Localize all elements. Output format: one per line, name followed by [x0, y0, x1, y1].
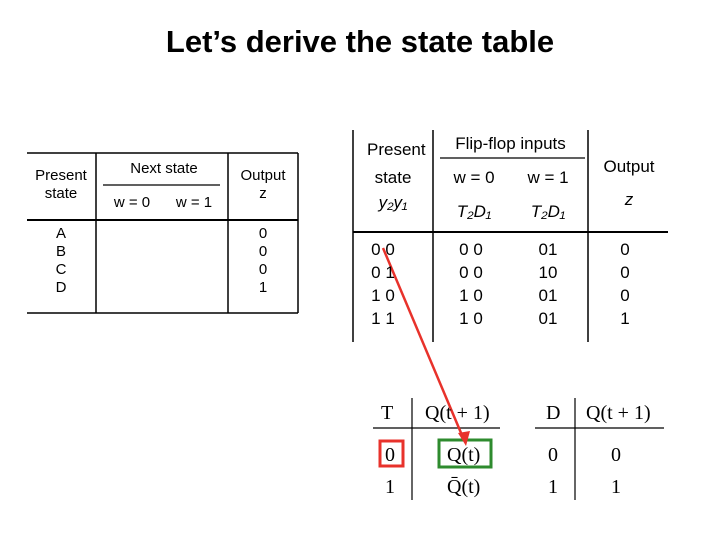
slide-title: Let’s derive the state table	[165, 24, 555, 59]
w1-value: 10	[538, 263, 558, 282]
t-table-t-value: 0	[385, 444, 395, 466]
present-value: 1 1	[371, 309, 395, 328]
t-table-header-q: Q(t + 1)	[425, 402, 490, 424]
t-table-t-value: 1	[385, 476, 395, 498]
d-table-d-value: 0	[548, 444, 558, 466]
z-value: 0	[620, 286, 630, 305]
z-value: 0	[620, 240, 630, 259]
t2-w0: w = 0	[453, 168, 495, 187]
w1-value: 01	[538, 286, 558, 305]
z-value: 1	[620, 309, 630, 328]
state-label: C	[55, 261, 67, 278]
z-value: 0	[620, 263, 630, 282]
d-table-header-d: D	[546, 402, 561, 424]
t2-present-label: Present	[367, 140, 426, 159]
present-value: 0 1	[371, 263, 395, 282]
w0-value: 0 0	[459, 240, 483, 259]
w1-value: 01	[538, 240, 558, 259]
output-value: 0	[258, 243, 268, 260]
t2-output-label: Output	[603, 157, 655, 176]
output-value: 0	[258, 225, 268, 242]
d-table-q-value: 1	[611, 476, 621, 498]
w0-value: 1 0	[459, 309, 483, 328]
t2-output-var: z	[624, 190, 634, 209]
d-table-q-value: 0	[611, 444, 621, 466]
header-w1: w = 1	[175, 194, 213, 211]
w0-value: 1 0	[459, 286, 483, 305]
t2-t2d1-w0: T₂D₁	[456, 202, 492, 221]
present-value: 1 0	[371, 286, 395, 305]
t2-t2d1-w1: T₂D₁	[530, 202, 566, 221]
w1-value: 01	[538, 309, 558, 328]
state-label: A	[55, 225, 66, 242]
t2-present-state: state	[374, 168, 412, 187]
d-table-header-q: Q(t + 1)	[586, 402, 651, 424]
d-table-d-value: 1	[548, 476, 558, 498]
t-table-q-value: Q̄(t)	[447, 476, 481, 498]
state-label: D	[55, 279, 67, 296]
header-output-z: Output z	[240, 167, 286, 202]
output-value: 1	[258, 279, 268, 296]
t2-w1: w = 1	[527, 168, 569, 187]
t2-flipflop-label: Flip-flop inputs	[455, 134, 566, 153]
t-table-header-t: T	[381, 402, 394, 424]
output-value: 0	[258, 261, 268, 278]
header-present-state: Present state	[35, 167, 87, 202]
w0-value: 0 0	[459, 263, 483, 282]
header-w0: w = 0	[113, 194, 151, 211]
t2-present-vars: y₂y₁	[378, 193, 408, 212]
state-label: B	[55, 243, 66, 260]
header-next-state: Next state	[130, 160, 198, 177]
present-value: 0 0	[371, 240, 395, 259]
t-table-q-value: Q(t)	[447, 444, 481, 466]
